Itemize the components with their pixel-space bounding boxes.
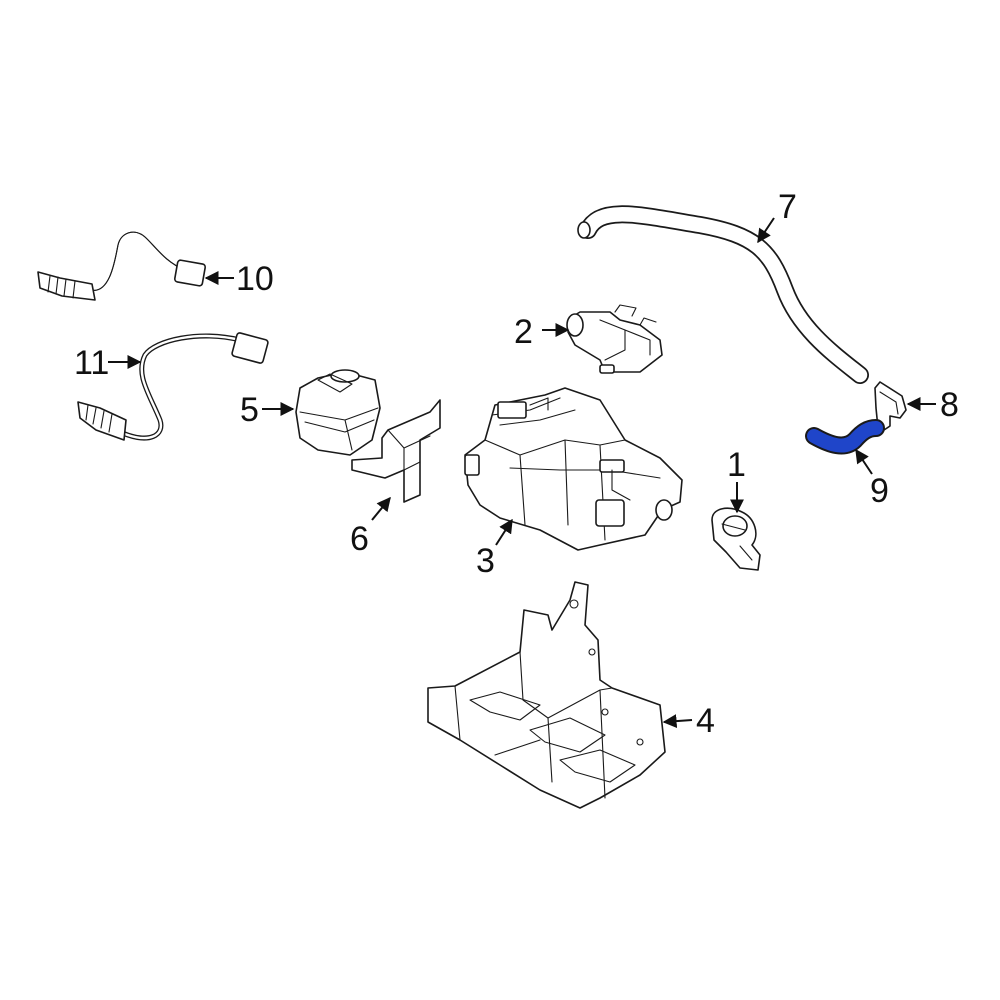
callout-1[interactable]: 1 xyxy=(727,446,746,484)
part-2-purge-valve[interactable] xyxy=(566,304,663,374)
callout-2[interactable]: 2 xyxy=(514,313,533,351)
callout-labels: 1 2 3 4 5 6 7 8 9 10 11 xyxy=(74,188,959,740)
part-5-vapor-canister[interactable] xyxy=(295,369,381,456)
callout-7[interactable]: 7 xyxy=(778,188,797,226)
leader-4 xyxy=(662,714,693,729)
callout-6[interactable]: 6 xyxy=(350,520,369,558)
callout-9[interactable]: 9 xyxy=(870,472,889,510)
callout-leaders xyxy=(108,217,936,729)
leader-6 xyxy=(371,496,391,521)
callout-10[interactable]: 10 xyxy=(236,260,274,298)
part-10-oxygen-sensor[interactable] xyxy=(37,231,207,301)
callout-8[interactable]: 8 xyxy=(940,386,959,424)
callout-11[interactable]: 11 xyxy=(74,344,109,382)
callout-3[interactable]: 3 xyxy=(476,542,495,580)
callout-4[interactable]: 4 xyxy=(696,702,715,740)
part-6-bracket[interactable] xyxy=(351,399,441,503)
part-9-hose-highlighted[interactable] xyxy=(805,419,885,455)
part-7-hose[interactable] xyxy=(577,205,869,384)
part-1-pump[interactable] xyxy=(711,507,761,571)
leader-9 xyxy=(855,448,873,475)
leader-7 xyxy=(757,217,775,244)
part-3-evap-canister[interactable] xyxy=(464,387,683,551)
leader-3 xyxy=(495,518,513,546)
part-4-tray-bracket[interactable] xyxy=(427,581,666,809)
callout-5[interactable]: 5 xyxy=(240,391,259,429)
part-11-oxygen-sensor[interactable] xyxy=(77,332,269,441)
